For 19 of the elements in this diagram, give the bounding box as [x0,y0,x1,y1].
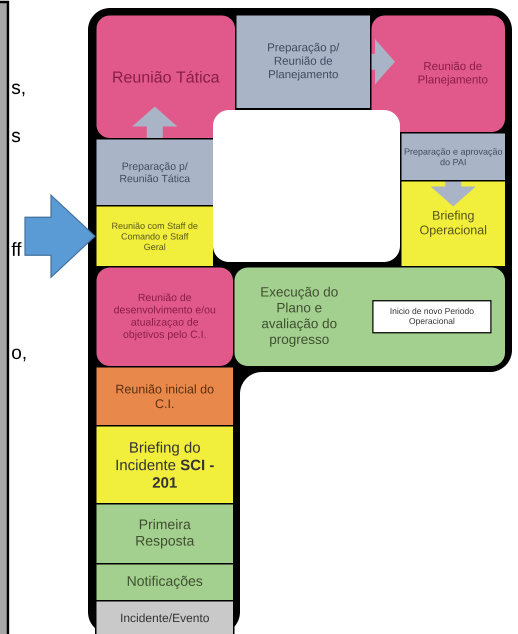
process-box: Primeira Resposta [95,503,234,564]
text-fragment: s [12,132,20,142]
process-box: Preparação p/ Reunião de Planejamento [235,14,372,110]
note-box: Inicio de novo Periodo Operacional [372,300,492,334]
arrow [24,194,96,279]
process-box: Reunião inicial do C.I. [95,366,234,426]
process-box: Reunião com Staff de Comando e Staff Geral [95,205,214,268]
process-box: Preparação e aprovação do PAI [400,132,506,182]
process-box: Reunião Tática [95,14,236,140]
process-box: Briefing do Incidente SCI - 201 [95,425,234,504]
text-fragment: s, [12,84,24,96]
text-fragment: ff [12,242,22,256]
process-box: Briefing Operacional [400,180,506,268]
text-fragment: o, [12,348,26,362]
process-box: Preparação p/ Reunião Tática [95,138,214,206]
process-box: Notificações [95,563,234,602]
process-box: Reunião de Planejamento [370,14,506,134]
process-box: Reunião de desenvolvimento e/ou atualizaçao de objetivos pelo C.I. [95,266,234,368]
process-box: Incidente/Evento [95,600,234,634]
